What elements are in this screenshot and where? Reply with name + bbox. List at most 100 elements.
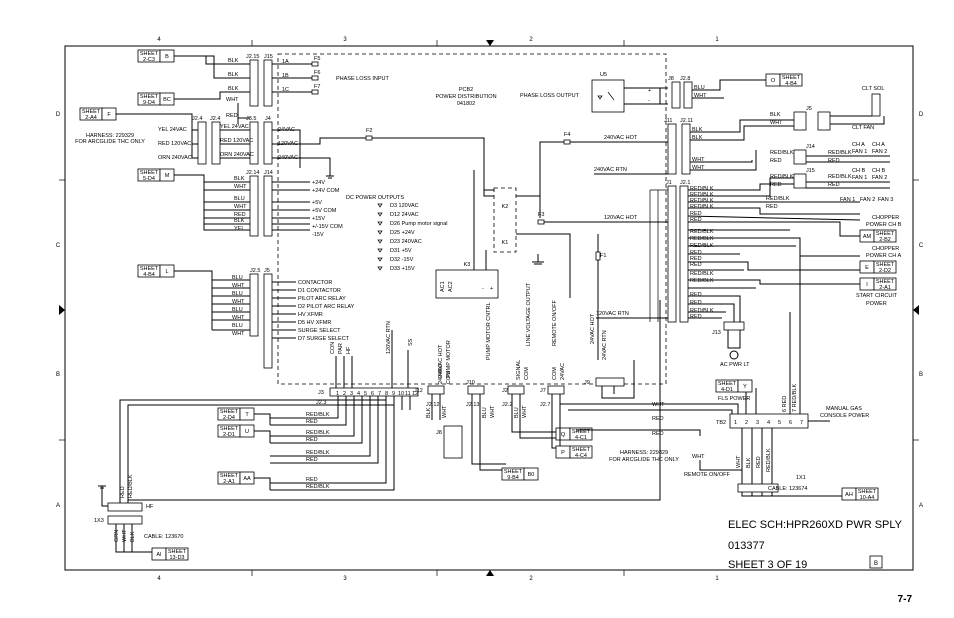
j21-wire-13: RED/BLK (690, 278, 714, 284)
harness-left-line1: HARNESS: 229329 (86, 133, 134, 139)
wire-j24-top (237, 103, 250, 124)
hf-wire-red: RED (120, 486, 126, 498)
row-label-c: C (56, 243, 61, 249)
hf-label: HF (146, 504, 154, 510)
right-wire-1: RED (766, 204, 778, 210)
j22-wht: WHT (522, 405, 528, 418)
j5-label-0: CONTACTOR (298, 280, 332, 286)
label-j22: J2.2 (502, 402, 512, 408)
sheet-ref-u-sheet: SHEET (220, 426, 239, 432)
sheet-ref-b0-sheet: SHEET (504, 469, 523, 475)
connector-j15b (793, 173, 807, 189)
tb2-pin-4: 4 (767, 420, 770, 426)
tb2-pin-3: 3 (756, 420, 759, 426)
wire-f-harness (116, 113, 198, 159)
j5-traces (272, 281, 296, 339)
manual-gas-2: CONSOLE POWER (820, 413, 869, 419)
sheet-ref-aa (217, 471, 255, 485)
label-j27: J2.7 (540, 402, 550, 408)
pin-1b: 1B (282, 73, 289, 79)
sheet-ref-b-sheet: SHEET (140, 51, 159, 57)
sheet-ref-b-letter: B (165, 54, 169, 60)
u5-traces (624, 87, 668, 105)
column-label-4: 4 (157, 37, 161, 43)
j4-label-orn: ORN 240VAC (220, 152, 254, 158)
label-j24: J2.4 (192, 116, 202, 122)
label-j23: J2.3 (316, 400, 326, 406)
label-j5: J5 (264, 268, 270, 274)
j21-wire-0: RED/BLK (690, 186, 714, 192)
ac-pwr-lt-label: AC PWR LT (720, 362, 750, 368)
j2-signal: SIGNAL (516, 360, 522, 380)
sheet-ref-l-sheet: SHEET (140, 266, 159, 272)
sheet-ref-b0-letter: B0 (528, 472, 535, 478)
j23-wires (270, 396, 395, 491)
j21-wire-10: RED (690, 256, 702, 262)
label-j9: J9 (584, 380, 590, 386)
j21-wire-4: RED (690, 211, 702, 217)
sheet-ref-i-letter: I (866, 282, 868, 288)
sheet-border (59, 40, 919, 576)
connector-1x3 (107, 515, 143, 525)
dc-label-3: +5V COM (312, 208, 337, 214)
clt-sol-label: CLT SOL (862, 86, 884, 92)
pcb2-number: 041802 (457, 101, 475, 107)
optocoupler-u5 (591, 79, 625, 113)
ch-b-fan2: FAN 2 (872, 175, 887, 181)
fuse-f7 (311, 89, 319, 95)
sheet-ref-ai-letter: AI (156, 552, 162, 558)
connector-j8b (443, 425, 463, 459)
label-j5b: J5 (806, 106, 812, 112)
j5-label-1: D1 CONTACTOR (298, 288, 341, 294)
row-label-b: B (56, 372, 60, 378)
dc-label-2: +5V (312, 200, 322, 206)
sheet-ref-aa-letter: AA (243, 476, 251, 482)
page-number: 7-7 (898, 594, 913, 605)
sheet-ref-am-sheet: SHEET (876, 231, 895, 237)
j7-wires (551, 394, 739, 455)
fan-2: FAN 2 (860, 197, 875, 203)
j5-wire-6: BLU (232, 323, 243, 329)
sheet-ref-q-letter: Q (561, 432, 566, 438)
j21-wire-12: RED/BLK (690, 271, 714, 277)
sheet-ref-b0 (501, 467, 539, 481)
rtn-traces (594, 173, 668, 319)
phase-loss-traces (272, 63, 316, 93)
sheet-ref-f-ref: 2-A4 (85, 115, 97, 121)
tb2-bottom-red: RED (756, 456, 762, 468)
fuse-f2-label: F2 (366, 128, 372, 134)
j213-wht: WHT (490, 405, 496, 418)
relay-k2-in (483, 138, 494, 197)
j10-pump-cntrl: PUMP MOTOR CNTRL (486, 302, 492, 360)
j7-remote-on-off: REMOTE ON/OFF (552, 300, 558, 346)
u5-symbol (597, 91, 615, 101)
sheet-ref-ah-ref: 10-A4 (860, 495, 875, 501)
hf-return-wire (128, 300, 661, 501)
led-d25: D25 +24V (390, 230, 415, 236)
k3-plus: + (490, 286, 493, 292)
led-column (377, 203, 383, 271)
j4-label-yel: YEL 24VAC (220, 124, 249, 130)
sheet-ref-bc-letter: BC (163, 97, 171, 103)
connector-hf (107, 502, 143, 512)
j5-label-6: SURGE SELECT (298, 328, 341, 334)
tb2-pin-6: 6 (789, 420, 792, 426)
label-j8b: J8 (436, 430, 442, 436)
start-circuit-1: START CIRCUIT (856, 293, 898, 299)
column-label-4-bottom: 4 (157, 576, 161, 582)
k3-ac2: AC2 (448, 281, 454, 292)
j23-wire-1: RED (306, 419, 318, 425)
led-d26: D26 Pump motor signal (390, 221, 447, 227)
sheet-ref-l-ref: 4-B4 (143, 272, 155, 278)
hf-wires (119, 399, 394, 503)
connector-j8 (671, 81, 681, 109)
label-j28: J2.8 (680, 76, 690, 82)
sheet-ref-e-sheet: SHEET (876, 262, 895, 268)
label-j11: J11 (664, 118, 672, 124)
connector-j5b (793, 111, 807, 131)
sheet-ref-bc (137, 92, 175, 106)
sheet-ref-m-ref: 5-D4 (143, 176, 155, 182)
label-240-hot: 240VAC HOT (604, 135, 638, 141)
fuse-f1-label: F1 (600, 253, 606, 259)
1x3-wire-blk: BLK (130, 531, 136, 542)
